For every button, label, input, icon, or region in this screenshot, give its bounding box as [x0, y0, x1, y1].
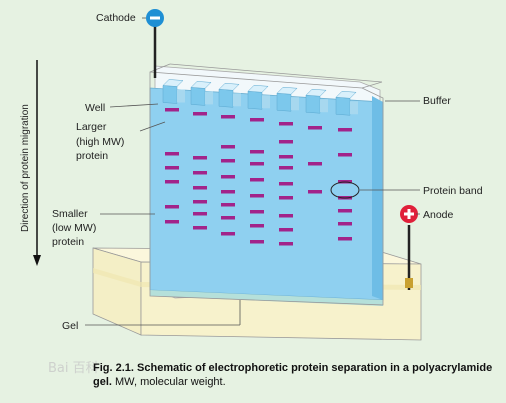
- protein-band: [193, 112, 207, 116]
- larger-mw-label: (high MW): [76, 136, 124, 148]
- well-tooth: [306, 95, 320, 113]
- well: [177, 89, 185, 102]
- protein-band: [279, 122, 293, 126]
- larger-protein-label: protein: [76, 150, 108, 162]
- protein-band: [338, 128, 352, 132]
- caption-detail: MW, molecular weight.: [115, 376, 226, 388]
- buffer-label: Buffer: [423, 95, 451, 107]
- protein-band: [193, 156, 207, 160]
- well-tooth: [336, 97, 350, 115]
- protein-band: [279, 166, 293, 170]
- protein-band: [308, 162, 322, 166]
- protein-band: [221, 190, 235, 194]
- protein-band: [338, 153, 352, 157]
- protein-band: [221, 175, 235, 179]
- protein-band: [279, 182, 293, 186]
- well-tooth: [248, 91, 262, 109]
- protein-band: [221, 115, 235, 119]
- protein-band: [250, 240, 264, 244]
- well: [205, 91, 213, 104]
- figure-caption: Fig. 2.1. Schematic of electrophoretic p…: [93, 361, 493, 389]
- buffer-tank-left: [93, 248, 141, 335]
- protein-band: [165, 152, 179, 156]
- well: [233, 93, 241, 106]
- protein-band: [250, 210, 264, 214]
- protein-band: [250, 118, 264, 122]
- protein-band: [221, 203, 235, 207]
- anode-label: Anode: [423, 209, 454, 221]
- protein-band: [193, 200, 207, 204]
- protein-band: [165, 180, 179, 184]
- protein-band: [338, 209, 352, 213]
- smaller-mw-label: (low MW): [52, 222, 96, 234]
- well-label: Well: [85, 102, 105, 114]
- well: [291, 97, 299, 110]
- gel-edge: [372, 96, 383, 300]
- larger-label: Larger: [76, 121, 107, 133]
- well: [262, 95, 270, 108]
- well-tooth: [219, 89, 233, 107]
- protein-band-label: Protein band: [423, 185, 483, 197]
- direction-label: Direction of protein migration: [20, 104, 31, 232]
- protein-band: [338, 237, 352, 241]
- protein-band: [279, 214, 293, 218]
- protein-band: [308, 126, 322, 130]
- protein-band: [165, 166, 179, 170]
- well-tooth: [163, 85, 177, 103]
- gel-label: Gel: [62, 320, 78, 332]
- protein-band: [193, 226, 207, 230]
- protein-band: [279, 155, 293, 159]
- protein-band: [250, 194, 264, 198]
- protein-band: [165, 205, 179, 209]
- smaller-protein-label: protein: [52, 236, 84, 248]
- smaller-label: Smaller: [52, 208, 88, 220]
- protein-band: [165, 220, 179, 224]
- protein-band: [193, 212, 207, 216]
- protein-band: [165, 108, 179, 112]
- well-tooth: [277, 93, 291, 111]
- well: [350, 101, 358, 114]
- protein-band: [193, 186, 207, 190]
- well-tooth: [191, 87, 205, 105]
- protein-band: [308, 190, 322, 194]
- protein-band: [279, 228, 293, 232]
- cathode-label: Cathode: [96, 12, 136, 24]
- protein-band: [250, 224, 264, 228]
- anode-plate: [405, 278, 413, 288]
- watermark: Bai 百科: [48, 357, 99, 376]
- well: [320, 99, 328, 112]
- protein-band: [279, 196, 293, 200]
- protein-band: [279, 242, 293, 246]
- protein-band: [250, 150, 264, 154]
- protein-band: [221, 232, 235, 236]
- protein-band: [221, 216, 235, 220]
- protein-band: [279, 140, 293, 144]
- protein-band: [250, 178, 264, 182]
- protein-band: [221, 145, 235, 149]
- gel-slab: [150, 88, 383, 300]
- protein-band: [193, 171, 207, 175]
- protein-band: [338, 222, 352, 226]
- direction-arrow-head: [33, 255, 41, 266]
- caption-figure: Fig. 2.1.: [93, 362, 134, 374]
- protein-band: [221, 159, 235, 163]
- protein-band: [250, 162, 264, 166]
